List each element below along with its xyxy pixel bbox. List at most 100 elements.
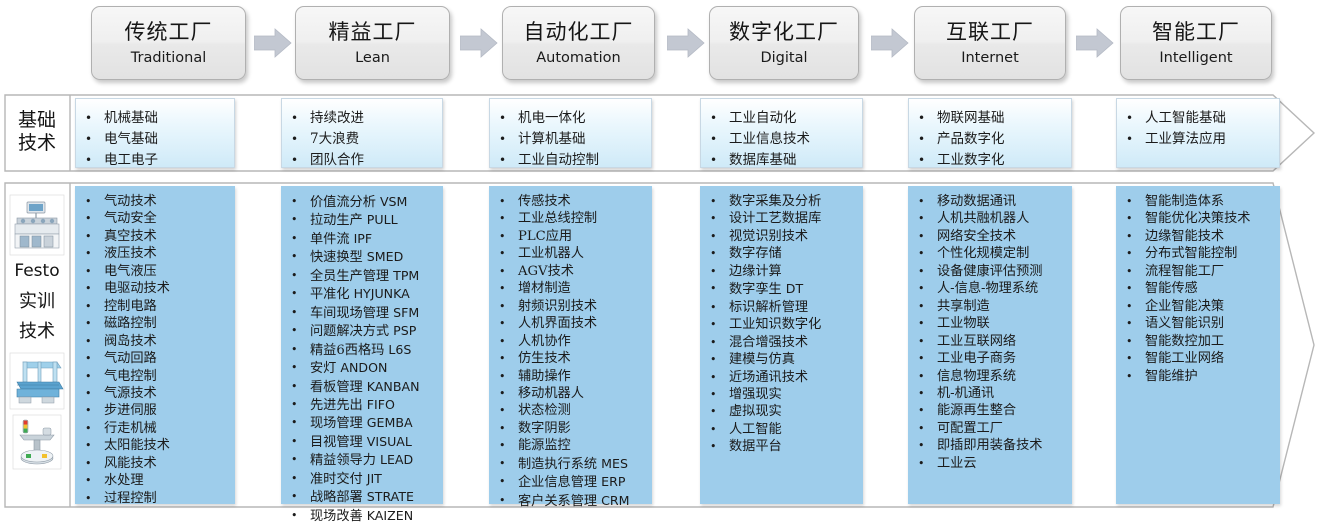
- row-label-line: 基础: [17, 108, 56, 131]
- list-item: 人-信息-物理系统: [909, 280, 1071, 298]
- card-festo-digital[interactable]: 数字采集及分析 设计工艺数据库 视觉识别技术 数字存储 边缘计算 数字孪生 DT…: [700, 186, 863, 504]
- list-item: 辅助操作: [490, 368, 651, 386]
- stage-box-automation[interactable]: 自动化工厂 Automation: [502, 6, 655, 80]
- stage-title-en: Automation: [536, 49, 621, 66]
- list-item: 能源再生整合: [909, 402, 1071, 420]
- stage-box-intelligent[interactable]: 智能工厂 Intelligent: [1120, 6, 1272, 80]
- card-list: 人工智能基础 工业算法应用: [1117, 99, 1279, 150]
- list-item: 价值流分析 VSM: [282, 193, 442, 211]
- list-item: 液压技术: [76, 245, 234, 263]
- card-list: 数字采集及分析 设计工艺数据库 视觉识别技术 数字存储 边缘计算 数字孪生 DT…: [701, 187, 862, 456]
- list-item: 目视管理 VISUAL: [282, 433, 442, 451]
- list-item: 智能传感: [1117, 280, 1279, 298]
- list-item: 水处理: [76, 472, 234, 490]
- list-item: 工业物联: [909, 315, 1071, 333]
- list-item: 流程智能工厂: [1117, 263, 1279, 281]
- list-item: 移动数据通讯: [909, 193, 1071, 211]
- stage-title-cn: 数字化工厂: [729, 20, 839, 45]
- list-item: 磁路控制: [76, 315, 234, 333]
- list-item: 共享制造: [909, 298, 1071, 316]
- list-item: 工业自动化: [701, 108, 862, 129]
- list-item: 气电控制: [76, 368, 234, 386]
- banner-outline-shape: [4, 94, 1316, 172]
- list-item: 拉动生产 PULL: [282, 211, 442, 229]
- list-item: 精益6西格玛 L6S: [282, 341, 442, 359]
- list-item: 全员生产管理 TPM: [282, 267, 442, 285]
- card-basic-traditional[interactable]: 机械基础 电气基础 电工电子: [75, 98, 235, 171]
- list-item: 战略部署 STRATE: [282, 488, 442, 506]
- list-item: 射频识别技术: [490, 298, 651, 316]
- stage-title-cn: 精益工厂: [328, 20, 417, 45]
- list-item: 数字阴影: [490, 420, 651, 438]
- list-item: 智能维护: [1117, 368, 1279, 386]
- right-arrow-icon: [870, 27, 909, 59]
- list-item: 虚拟现实: [701, 403, 862, 421]
- list-item: 工业机器人: [490, 245, 651, 263]
- list-item: 能源监控: [490, 437, 651, 455]
- row-label-basic-technology: 基础 技术: [6, 96, 68, 168]
- list-item: 网络安全技术: [909, 228, 1071, 246]
- card-list: 机电一体化 计算机基础 工业自动控制: [490, 99, 651, 171]
- list-item: 状态检测: [490, 402, 651, 420]
- list-item: PLC应用: [490, 228, 651, 246]
- list-item: 车间现场管理 SFM: [282, 304, 442, 322]
- list-item: 个性化规模定制: [909, 245, 1071, 263]
- list-item: 机-机通讯: [909, 385, 1071, 403]
- list-item: 物联网基础: [909, 108, 1071, 129]
- list-item: 持续改进: [282, 108, 442, 129]
- card-festo-internet[interactable]: 移动数据通讯 人机共融机器人 网络安全技术 个性化规模定制 设备健康评估预测 人…: [908, 186, 1072, 504]
- festo-label-cn-2: 技术: [19, 321, 55, 342]
- list-item: 可配置工厂: [909, 420, 1071, 438]
- list-item: 智能工业网络: [1117, 350, 1279, 368]
- stage-box-traditional[interactable]: 传统工厂 Traditional: [91, 6, 246, 80]
- stage-title-en: Intelligent: [1159, 49, 1233, 66]
- card-list: 传感技术 工业总线控制 PLC应用 工业机器人 AGV技术 增材制造 射频识别技…: [490, 187, 651, 510]
- card-basic-digital[interactable]: 工业自动化 工业信息技术 数据库基础: [700, 98, 863, 171]
- list-item: 工业算法应用: [1117, 129, 1279, 150]
- list-item: 步进伺服: [76, 402, 234, 420]
- list-item: 设计工艺数据库: [701, 210, 862, 228]
- stage-box-internet[interactable]: 互联工厂 Internet: [914, 6, 1066, 80]
- card-list: 物联网基础 产品数字化 工业数字化: [909, 99, 1071, 171]
- list-item: 数字孪生 DT: [701, 280, 862, 298]
- card-basic-internet[interactable]: 物联网基础 产品数字化 工业数字化: [908, 98, 1072, 171]
- conveyor-module-image: [9, 352, 65, 409]
- card-basic-automation[interactable]: 机电一体化 计算机基础 工业自动控制: [489, 98, 652, 171]
- banner-outline-shape: [4, 182, 1316, 508]
- list-item: 气源技术: [76, 385, 234, 403]
- card-list: 持续改进 7大浪费 团队合作: [282, 99, 442, 171]
- list-item: 增材制造: [490, 280, 651, 298]
- card-list: 机械基础 电气基础 电工电子: [76, 99, 234, 171]
- card-list: 价值流分析 VSM 拉动生产 PULL 单件流 IPF 快速换型 SMED 全员…: [282, 187, 442, 525]
- list-item: 看板管理 KANBAN: [282, 378, 442, 396]
- list-item: 企业信息管理 ERP: [490, 473, 651, 491]
- list-item: 工业知识数字化: [701, 316, 862, 334]
- list-item: 企业智能决策: [1117, 298, 1279, 316]
- list-item: 7大浪费: [282, 129, 442, 150]
- card-festo-automation[interactable]: 传感技术 工业总线控制 PLC应用 工业机器人 AGV技术 增材制造 射频识别技…: [489, 186, 652, 510]
- list-item: 混合增强技术: [701, 334, 862, 352]
- card-basic-lean[interactable]: 持续改进 7大浪费 团队合作: [281, 98, 443, 171]
- list-item: 分布式智能控制: [1117, 245, 1279, 263]
- festo-label-latin: Festo: [14, 261, 60, 281]
- list-item: 工业电子商务: [909, 350, 1071, 368]
- stage-title-en: Lean: [355, 49, 390, 66]
- row-label-festo-training: Festo 实训 技术: [6, 192, 68, 502]
- stage-box-digital[interactable]: 数字化工厂 Digital: [709, 6, 859, 80]
- list-item: 团队合作: [282, 150, 442, 171]
- stage-title-en: Internet: [961, 49, 1019, 66]
- list-item: 数字存储: [701, 245, 862, 263]
- card-festo-intelligent[interactable]: 智能制造体系 智能优化决策技术 边缘智能技术 分布式智能控制 流程智能工厂 智能…: [1116, 186, 1280, 504]
- list-item: 增强现实: [701, 386, 862, 404]
- stage-title-cn: 自动化工厂: [523, 20, 634, 45]
- list-item: 语义智能识别: [1117, 315, 1279, 333]
- list-item: 人机共融机器人: [909, 210, 1071, 228]
- list-item: 工业自动控制: [490, 150, 651, 171]
- card-basic-intelligent[interactable]: 人工智能基础 工业算法应用: [1116, 98, 1280, 168]
- stage-box-lean[interactable]: 精益工厂 Lean: [295, 6, 450, 80]
- list-item: 建模与仿真: [701, 351, 862, 369]
- card-list: 气动技术 气动安全 真空技术 液压技术 电气液压 电驱动技术 控制电路 磁路控制…: [76, 187, 234, 508]
- festo-label-cn-1: 实训: [19, 290, 55, 312]
- card-festo-lean[interactable]: 价值流分析 VSM 拉动生产 PULL 单件流 IPF 快速换型 SMED 全员…: [281, 186, 443, 525]
- card-festo-traditional[interactable]: 气动技术 气动安全 真空技术 液压技术 电气液压 电驱动技术 控制电路 磁路控制…: [75, 186, 235, 508]
